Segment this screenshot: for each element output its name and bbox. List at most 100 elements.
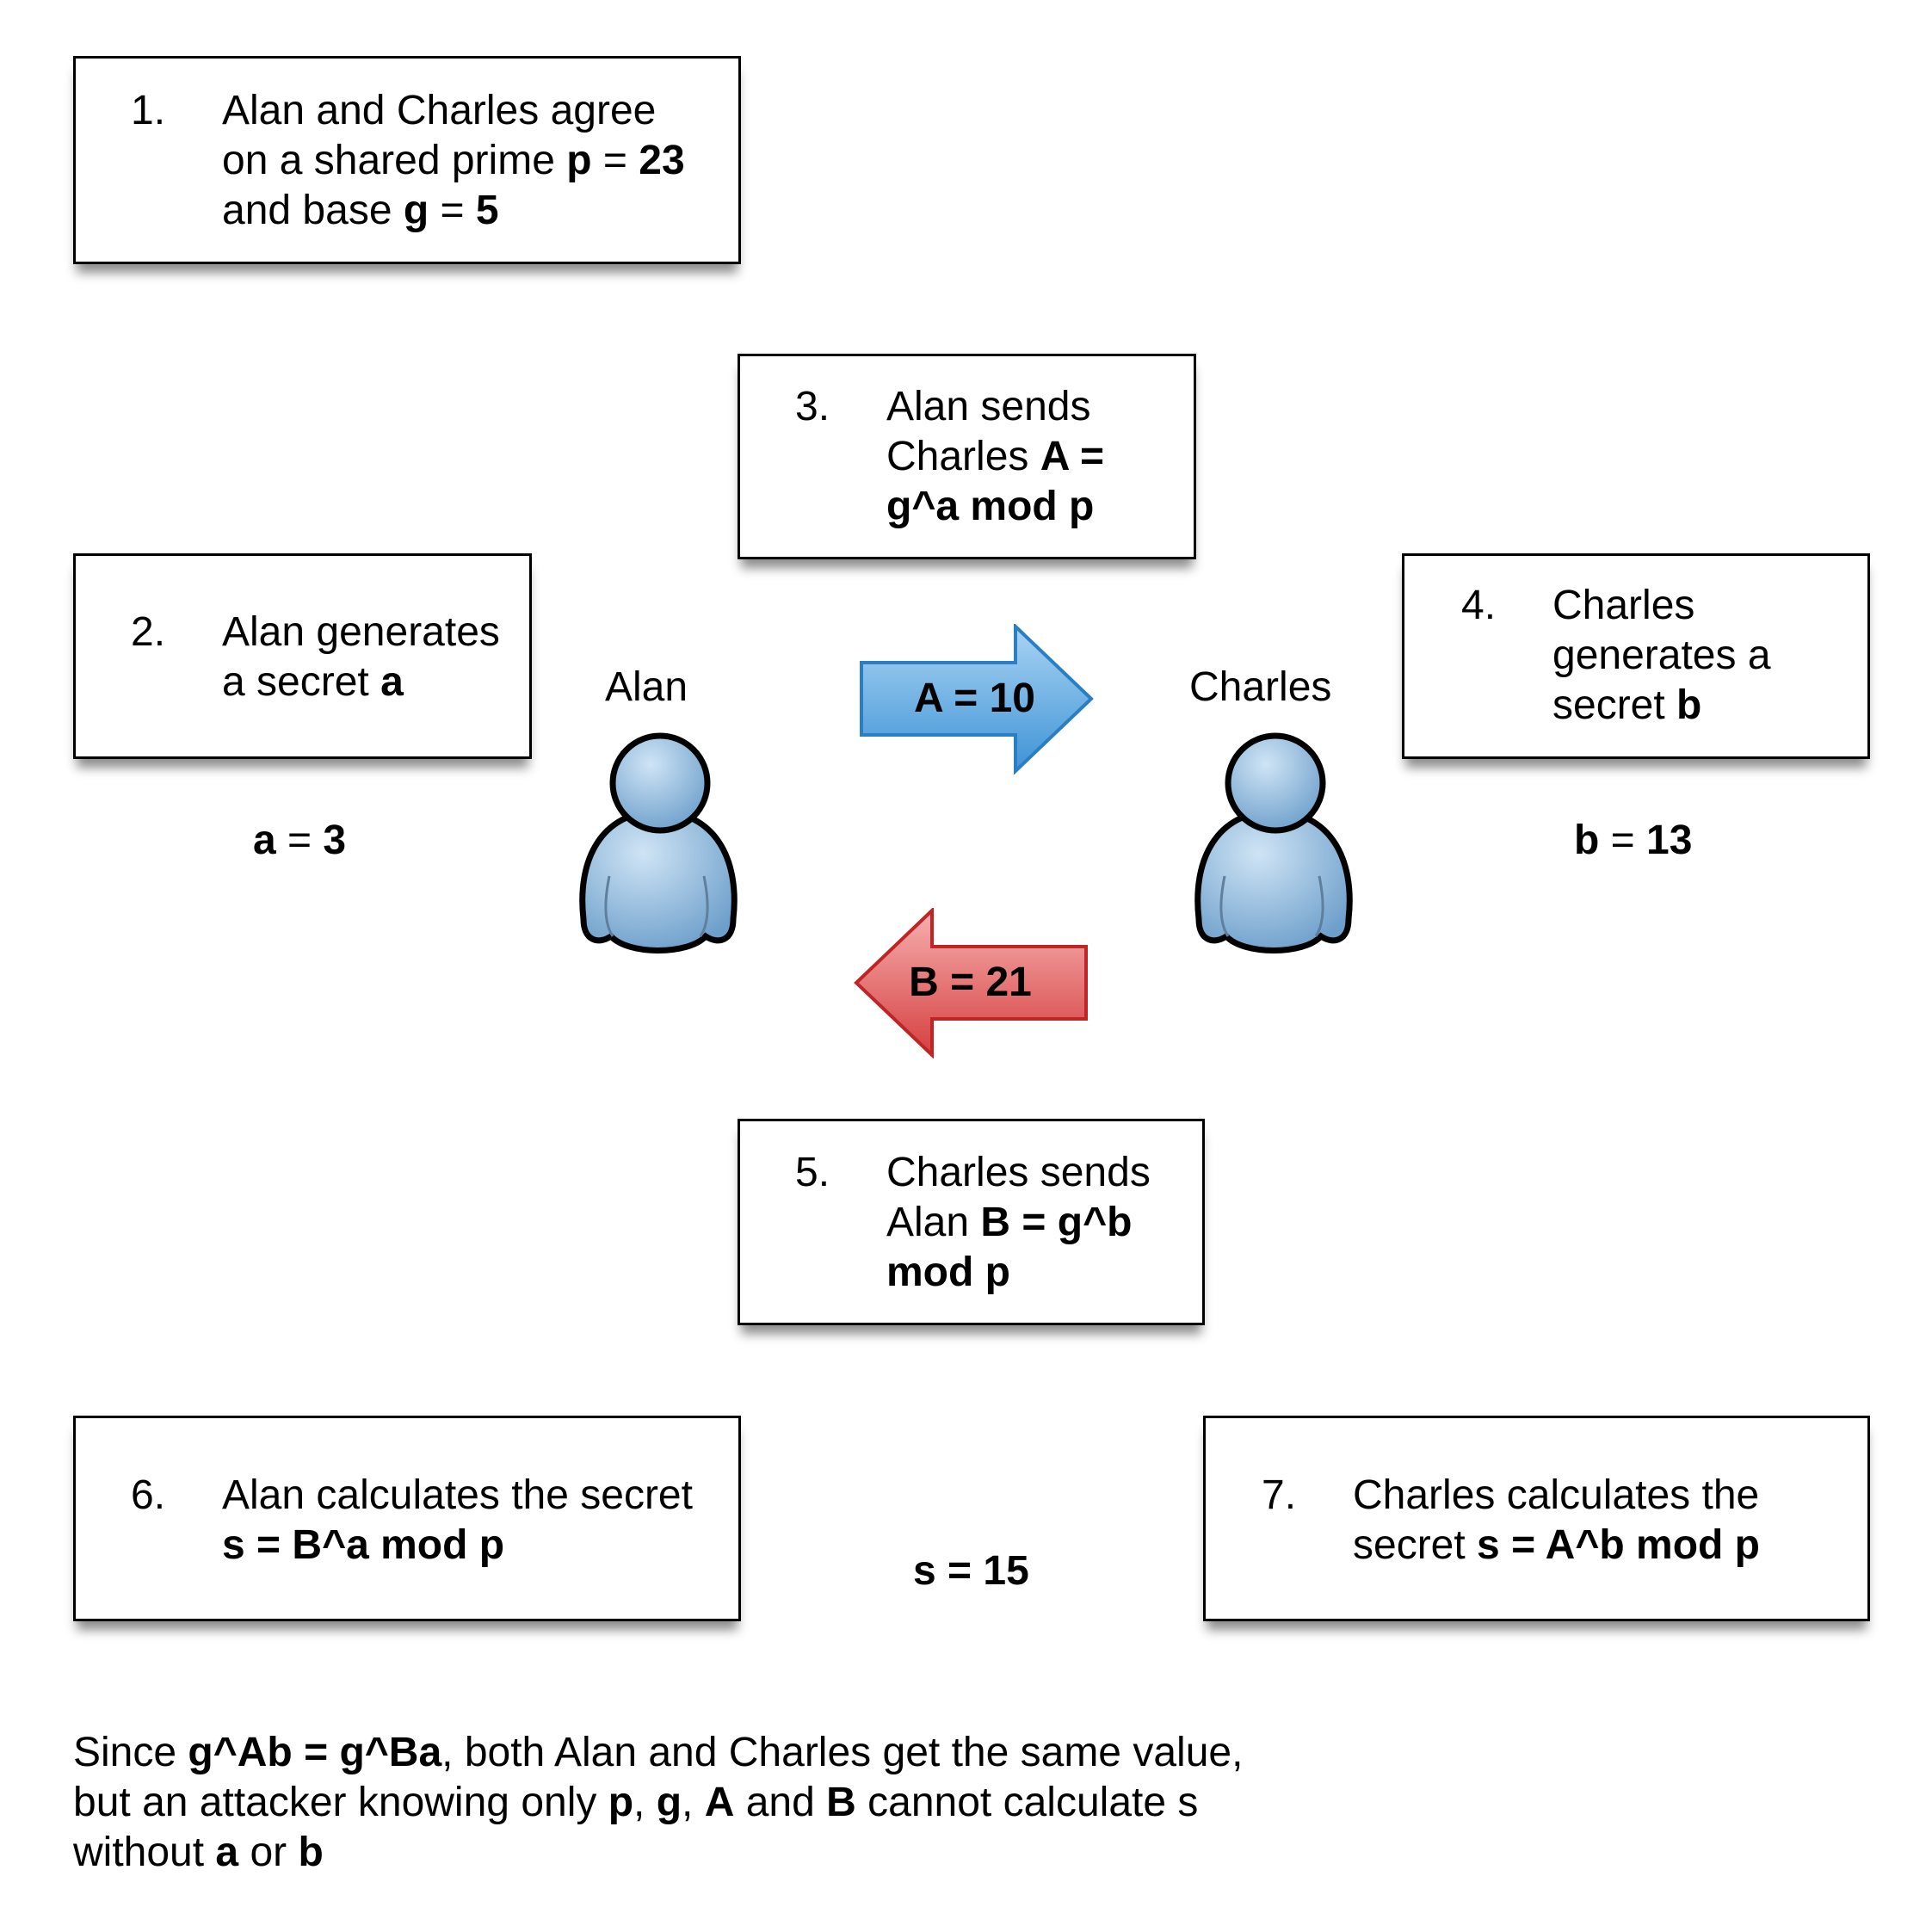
bold-run: A = [1040, 434, 1104, 479]
arrow-alan-to-charles [860, 624, 1094, 775]
text-run: without [73, 1830, 216, 1875]
bold-run: 13 [1646, 818, 1693, 863]
text-run: secret [1353, 1522, 1478, 1568]
text-run: Alan and Charles agree [222, 88, 657, 133]
bold-run: b [1574, 818, 1600, 863]
step-number: 1. [131, 88, 166, 133]
step-box-7 [1203, 1416, 1870, 1621]
text-run: on a shared prime [222, 138, 567, 183]
bold-run: g [403, 188, 429, 233]
bold-run: a [215, 1830, 239, 1875]
step-box-4 [1402, 553, 1870, 759]
bold-run: g^Ab = g^Ba [188, 1730, 442, 1775]
text-run: Charles [1552, 583, 1695, 628]
arrow-charles-to-alan [854, 908, 1088, 1058]
value-a: a = 3 [253, 816, 346, 866]
text-run: secret [1552, 682, 1677, 728]
step-line: Alan sends [886, 382, 1104, 432]
step-number: 6. [131, 1472, 166, 1518]
value-b: b = 13 [1574, 816, 1692, 866]
step-line: Charles calculates the [1353, 1471, 1760, 1521]
text-run: Charles [886, 434, 1040, 479]
footer-line: but an attacker knowing only p, g, A and… [73, 1778, 1450, 1828]
text-run: Alan sends [886, 384, 1091, 429]
text-run: Alan [886, 1200, 981, 1245]
bold-run: b [1676, 682, 1702, 728]
step-line: Charles sends [886, 1148, 1151, 1198]
bold-run: 15 [983, 1548, 1029, 1594]
bold-run: s [913, 1548, 936, 1594]
bold-run: = [935, 1548, 984, 1594]
text-run: Charles calculates the [1353, 1472, 1760, 1518]
text-run: , [682, 1780, 705, 1825]
bold-run: 5 [475, 188, 499, 233]
step-line: and base g = 5 [222, 186, 685, 236]
text-run: , [633, 1780, 657, 1825]
text-run: Alan calculates the secret [222, 1472, 693, 1518]
text-run: = [275, 818, 324, 863]
step-line: secret b [1552, 681, 1771, 731]
charles-person-icon [1194, 732, 1353, 954]
step-box-5 [738, 1119, 1205, 1325]
step-number: 7. [1262, 1472, 1297, 1518]
text-run: = [429, 188, 476, 233]
charles-label: Charles [1189, 664, 1332, 710]
step-line: g^a mod p [886, 482, 1104, 532]
footer-line: Since g^Ab = g^Ba, both Alan and Charles… [73, 1728, 1450, 1778]
arrow-label-b: B = 21 [909, 960, 1032, 1005]
step-number: 5. [795, 1150, 830, 1195]
step-line: Charles [1552, 581, 1771, 631]
footer-line: without a or b [73, 1828, 1450, 1878]
bold-run: p [566, 138, 592, 183]
bold-run: g^a mod p [886, 484, 1095, 529]
bold-run: s = B^a mod p [222, 1522, 505, 1568]
step-number: 3. [795, 384, 830, 429]
step-line: Charles A = [886, 432, 1104, 482]
step-line: Alan generates [222, 608, 500, 657]
text-run: cannot calculate s [855, 1780, 1199, 1825]
text-run: Charles sends [886, 1150, 1151, 1195]
text-run: , both Alan and Charles get the same val… [441, 1730, 1244, 1775]
bold-run: B = g^b [980, 1200, 1133, 1245]
value-s: s = 15 [913, 1546, 1029, 1596]
alan-label: Alan [605, 664, 688, 710]
bold-run: a [380, 659, 404, 705]
alan-person-icon [579, 732, 738, 954]
text-run: a secret [222, 659, 381, 705]
bold-run: a [253, 818, 276, 863]
step-line: Alan calculates the secret [222, 1471, 693, 1521]
text-run: and base [222, 188, 404, 233]
text-run: or [238, 1830, 299, 1875]
bold-run: B [826, 1780, 856, 1825]
step-line: Alan B = g^b [886, 1198, 1151, 1248]
bold-run: mod p [886, 1250, 1010, 1295]
step-box-1 [73, 56, 741, 264]
bold-run: s = A^b mod p [1477, 1522, 1760, 1568]
step-line: mod p [886, 1248, 1151, 1298]
step-line: on a shared prime p = 23 [222, 136, 685, 186]
text-run: generates a [1552, 633, 1771, 678]
step-box-3 [738, 354, 1196, 559]
step-line: Alan and Charles agree [222, 86, 685, 136]
step-box-6 [73, 1416, 741, 1621]
step-line: s = B^a mod p [222, 1521, 693, 1571]
bold-run: b [298, 1830, 324, 1875]
text-run: Alan generates [222, 609, 500, 655]
bold-run: g [656, 1780, 682, 1825]
bold-run: 23 [639, 138, 685, 183]
step-line: generates a [1552, 631, 1771, 681]
step-number: 4. [1461, 583, 1497, 628]
text-run: = [591, 138, 639, 183]
step-number: 2. [131, 609, 166, 655]
text-run: and [734, 1780, 827, 1825]
bold-run: 3 [323, 818, 347, 863]
step-box-2 [73, 553, 532, 759]
step-line: a secret a [222, 657, 500, 707]
